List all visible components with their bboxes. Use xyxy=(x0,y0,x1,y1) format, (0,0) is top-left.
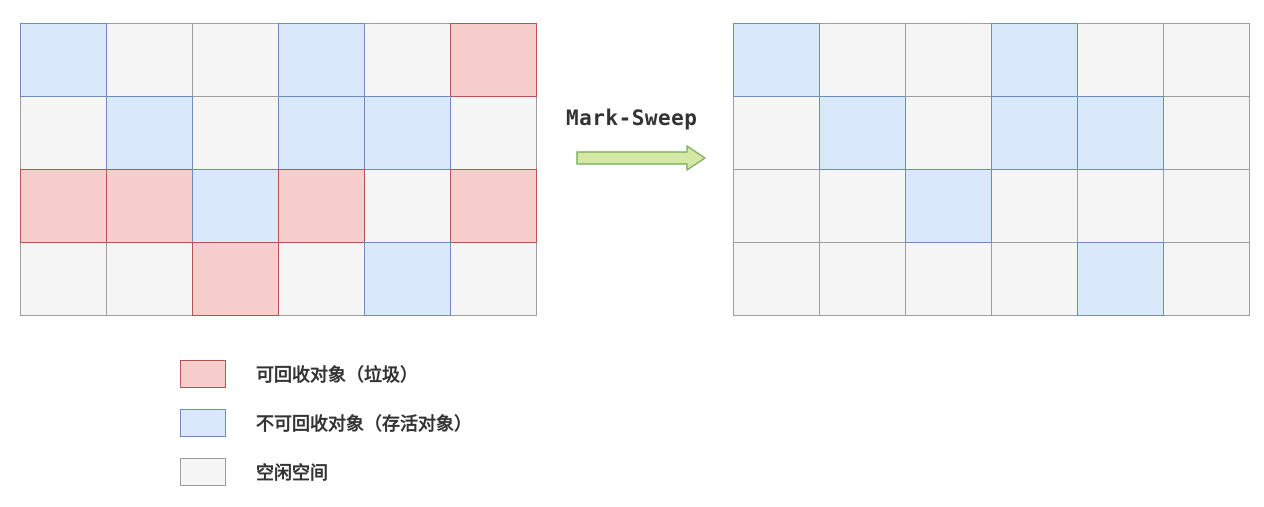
before-cell-free xyxy=(106,242,193,316)
after-cell-free xyxy=(733,242,820,316)
before-cell-free xyxy=(20,96,107,170)
legend-item-free: 空闲空间 xyxy=(180,458,472,486)
before-cell-dead xyxy=(450,169,537,243)
after-cell-free xyxy=(1077,23,1164,97)
after-cell-free xyxy=(1163,23,1250,97)
algorithm-label: Mark-Sweep xyxy=(566,106,698,130)
after-cell-live xyxy=(991,96,1078,170)
before-cell-free xyxy=(20,242,107,316)
after-cell-free xyxy=(819,23,906,97)
before-cell-free xyxy=(450,242,537,316)
after-cell-free xyxy=(991,169,1078,243)
before-cell-live xyxy=(278,96,365,170)
after-cell-free xyxy=(905,23,992,97)
after-cell-free xyxy=(733,169,820,243)
legend-swatch-live xyxy=(180,409,226,437)
legend: 可回收对象（垃圾） 不可回收对象（存活对象） 空闲空间 xyxy=(180,360,472,507)
before-cell-live xyxy=(192,169,279,243)
after-cell-live xyxy=(991,23,1078,97)
before-cell-dead xyxy=(106,169,193,243)
before-cell-live xyxy=(364,96,451,170)
after-cell-live xyxy=(819,96,906,170)
after-cell-free xyxy=(733,96,820,170)
before-cell-dead xyxy=(20,169,107,243)
before-cell-dead xyxy=(192,242,279,316)
before-cell-free xyxy=(192,23,279,97)
before-cell-dead xyxy=(278,169,365,243)
after-cell-free xyxy=(1163,242,1250,316)
after-cell-free xyxy=(1163,169,1250,243)
before-cell-live xyxy=(106,96,193,170)
after-cell-live xyxy=(905,169,992,243)
after-cell-free xyxy=(819,242,906,316)
before-cell-free xyxy=(106,23,193,97)
before-cell-free xyxy=(364,23,451,97)
before-cell-free xyxy=(192,96,279,170)
after-cell-live xyxy=(733,23,820,97)
legend-swatch-dead xyxy=(180,360,226,388)
right-arrow-icon xyxy=(576,145,706,171)
before-cell-free xyxy=(278,242,365,316)
before-cell-free xyxy=(450,96,537,170)
legend-label-dead: 可回收对象（垃圾） xyxy=(256,365,418,386)
memory-before-grid xyxy=(20,23,537,316)
legend-item-dead: 可回收对象（垃圾） xyxy=(180,360,472,388)
after-cell-free xyxy=(905,242,992,316)
after-cell-free xyxy=(1163,96,1250,170)
before-cell-live xyxy=(364,242,451,316)
before-cell-dead xyxy=(450,23,537,97)
legend-item-live: 不可回收对象（存活对象） xyxy=(180,409,472,437)
legend-swatch-free xyxy=(180,458,226,486)
memory-after-grid xyxy=(733,23,1250,316)
after-cell-free xyxy=(905,96,992,170)
after-cell-live xyxy=(1077,242,1164,316)
before-cell-free xyxy=(364,169,451,243)
after-cell-free xyxy=(819,169,906,243)
after-cell-free xyxy=(991,242,1078,316)
before-cell-live xyxy=(278,23,365,97)
before-cell-live xyxy=(20,23,107,97)
legend-label-free: 空闲空间 xyxy=(256,463,328,484)
after-cell-free xyxy=(1077,169,1164,243)
legend-label-live: 不可回收对象（存活对象） xyxy=(256,414,472,435)
after-cell-live xyxy=(1077,96,1164,170)
